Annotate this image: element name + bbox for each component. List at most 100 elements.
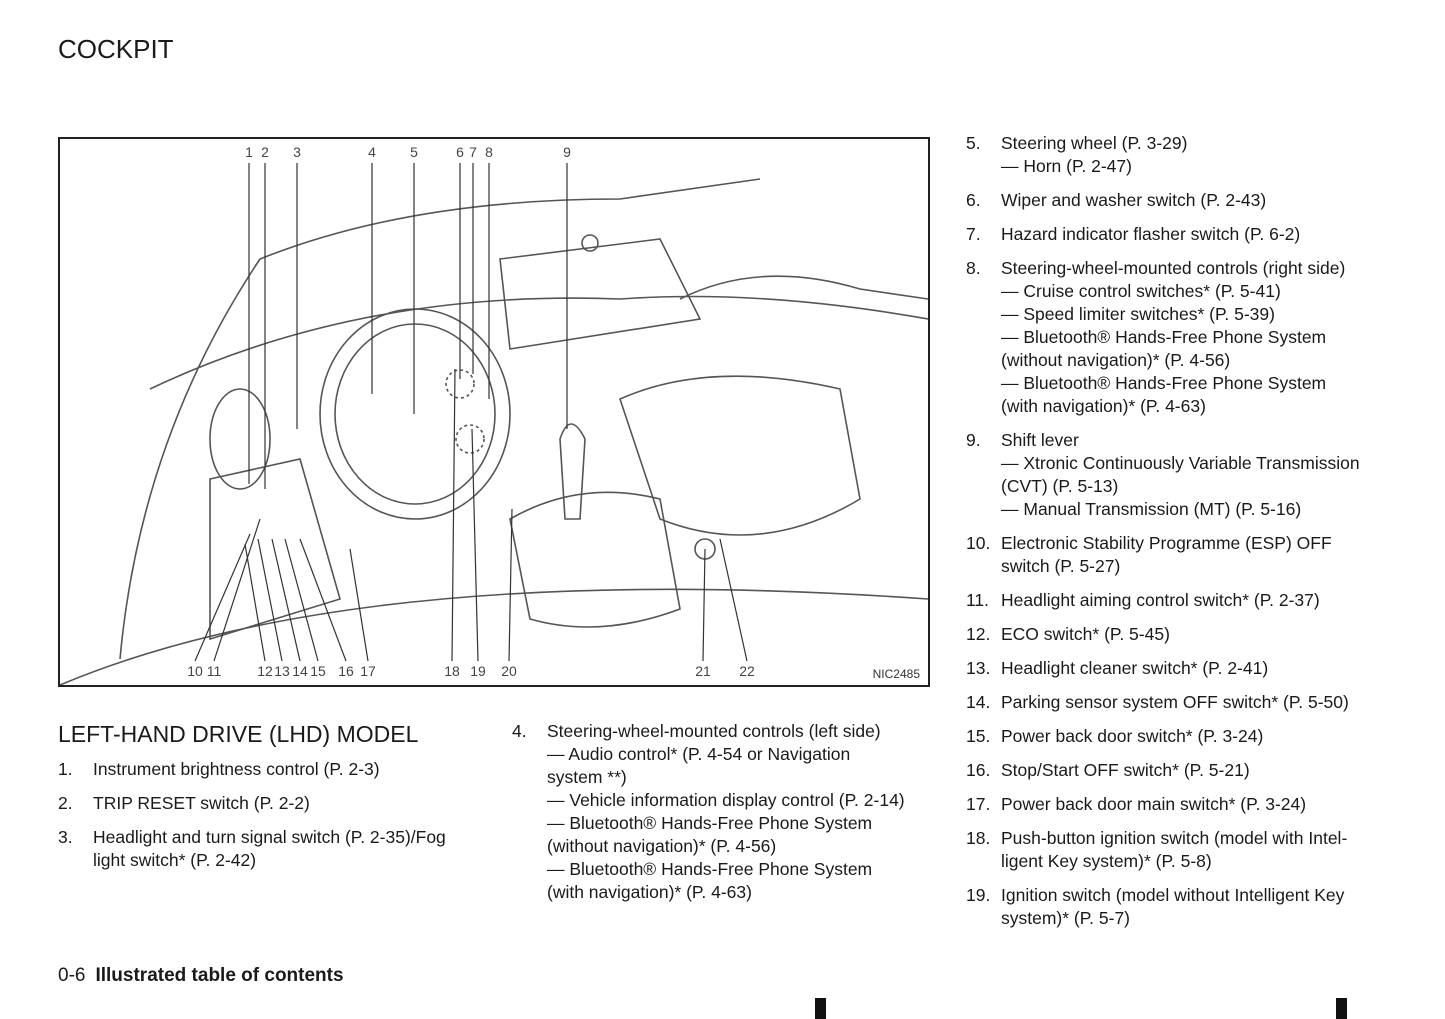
page-title: COCKPIT (58, 34, 174, 64)
item-number: 5. (966, 133, 981, 153)
callout-line-14 (271, 538, 301, 662)
item-text-line: system **) (547, 767, 627, 787)
callout-label-11: 11 (206, 663, 222, 679)
item-text-line: system)* (P. 5-7) (1001, 908, 1131, 928)
callout-label-18: 18 (444, 663, 460, 679)
callout-line-16 (299, 538, 347, 662)
section-title: LEFT-HAND DRIVE (LHD) MODEL (58, 721, 419, 747)
list-item: 18.Push-button ignition switch (model wi… (966, 827, 1406, 873)
callout-label-22: 22 (739, 663, 755, 679)
list-item: 19.Ignition switch (model without Intell… (966, 884, 1406, 930)
item-text-line: Instrument brightness control (P. 2-3) (93, 759, 380, 779)
list-item: 12. ECO switch* (P. 5-45) (966, 623, 1406, 646)
item-text-line: switch (P. 5-27) (1001, 556, 1121, 576)
list-item: 10. Electronic Stability Programme (ESP) … (966, 532, 1406, 578)
item-text-line: Power back door main switch* (P. 3-24) (1001, 794, 1307, 814)
item-number: 6. (966, 190, 981, 210)
item-text-line: Wiper and washer switch (P. 2-43) (1001, 190, 1267, 210)
item-text-line: — Bluetooth® Hands-Free Phone System (547, 813, 873, 833)
item-number: 7. (966, 224, 981, 244)
callout-line-13 (257, 538, 283, 662)
list-item: 5.Steering wheel (P. 3-29)— Horn (P. 2-4… (966, 132, 1406, 178)
callout-label-9: 9 (563, 144, 571, 160)
page-marker (1336, 998, 1347, 1019)
list-item: 16. Stop/Start OFF switch* (P. 5-21) (966, 759, 1406, 782)
item-text-line: Parking sensor system OFF switch* (P. 5-… (1001, 692, 1349, 712)
item-list-col1: 1. Instrument brightness control (P. 2-3)… (58, 758, 488, 883)
item-text-line: (CVT) (P. 5-13) (1001, 476, 1119, 496)
list-item: 11. Headlight aiming control switch* (P. … (966, 589, 1406, 612)
item-number: 12. (966, 624, 991, 644)
list-item: 15. Power back door switch* (P. 3-24) (966, 725, 1406, 748)
item-list-col3: 5.Steering wheel (P. 3-29)— Horn (P. 2-4… (966, 132, 1406, 941)
item-number: 17. (966, 794, 991, 814)
item-text-line: Steering-wheel-mounted controls (right s… (1001, 258, 1346, 278)
item-number: 10. (966, 533, 991, 553)
item-number: 16. (966, 760, 991, 780)
item-number: 9. (966, 430, 981, 450)
item-text-line: Steering wheel (P. 3-29) (1001, 133, 1188, 153)
item-text-line: — Manual Transmission (MT) (P. 5-16) (1001, 499, 1302, 519)
item-number: 4. (512, 721, 527, 741)
item-number: 11. (966, 590, 990, 610)
callout-label-5: 5 (410, 144, 418, 160)
callout-label-2: 2 (261, 144, 269, 160)
list-item: 14.Parking sensor system OFF switch* (P.… (966, 691, 1406, 714)
item-text-line: — Xtronic Continuously Variable Transmis… (1001, 453, 1360, 473)
item-text-line: Steering-wheel-mounted controls (left si… (547, 721, 881, 741)
item-text-line: — Bluetooth® Hands-Free Phone System (1001, 373, 1327, 393)
item-number: 15. (966, 726, 991, 746)
item-text-line: (without navigation)* (P. 4-56) (1001, 350, 1231, 370)
item-text-line: Hazard indicator flasher switch (P. 6-2) (1001, 224, 1301, 244)
item-text-line: Headlight aiming control switch* (P. 2-3… (1001, 590, 1320, 610)
item-text-line: — Cruise control switches* (P. 5-41) (1001, 281, 1281, 301)
cockpit-drawing (60, 163, 928, 685)
list-item: 7. Hazard indicator flasher switch (P. 6-… (966, 223, 1406, 246)
list-item: 4. Steering-wheel-mounted controls (left … (512, 720, 932, 904)
callout-label-10: 10 (187, 663, 203, 679)
callout-label-1: 1 (245, 144, 253, 160)
callout-line-10 (194, 533, 251, 662)
item-text-line: ECO switch* (P. 5-45) (1001, 624, 1170, 644)
list-item: 8. Steering-wheel-mounted controls (right… (966, 257, 1406, 418)
list-item: 9. Shift lever — Xtronic Continuously Vari… (966, 429, 1406, 521)
list-item: 2. TRIP RESET switch (P. 2-2) (58, 792, 488, 815)
callout-line-11 (213, 518, 261, 662)
item-number: 13. (966, 658, 991, 678)
callout-label-12: 12 (257, 663, 273, 679)
callout-line-17 (349, 548, 369, 662)
item-number: 8. (966, 258, 981, 278)
item-text-line: — Bluetooth® Hands-Free Phone System (1001, 327, 1327, 347)
item-text-line: (without navigation)* (P. 4-56) (547, 836, 777, 856)
list-item: 17. Power back door main switch* (P. 3-24… (966, 793, 1406, 816)
item-text-line: Power back door switch* (P. 3-24) (1001, 726, 1264, 746)
item-text-line: — Speed limiter switches* (P. 5-39) (1001, 304, 1275, 324)
list-item: 3.Headlight and turn signal switch (P. 2… (58, 826, 488, 872)
item-text-line: Headlight and turn signal switch (P. 2-3… (93, 827, 446, 847)
callout-label-3: 3 (293, 144, 301, 160)
callout-label-16: 16 (338, 663, 354, 679)
item-text-line: Ignition switch (model without Intellige… (1001, 885, 1345, 905)
callout-label-19: 19 (470, 663, 486, 679)
callout-line-21 (702, 548, 706, 662)
callout-line-19 (471, 428, 479, 662)
callout-label-4: 4 (368, 144, 376, 160)
callout-line-18 (451, 368, 456, 662)
item-number: 1. (58, 759, 73, 779)
list-item: 6. Wiper and washer switch (P. 2-43) (966, 189, 1406, 212)
item-number: 18. (966, 828, 991, 848)
callout-label-8: 8 (485, 144, 493, 160)
item-text-line: Shift lever (1001, 430, 1079, 450)
item-text-line: — Bluetooth® Hands-Free Phone System (547, 859, 873, 879)
callout-label-17: 17 (360, 663, 376, 679)
figure-code: NIC2485 (872, 667, 920, 681)
item-text-line: light switch* (P. 2-42) (93, 850, 257, 870)
item-text-line: Stop/Start OFF switch* (P. 5-21) (1001, 760, 1250, 780)
item-text-line: Electronic Stability Programme (ESP) OFF (1001, 533, 1332, 553)
callout-line-12 (244, 543, 266, 662)
item-text-line: ligent Key system)* (P. 5-8) (1001, 851, 1212, 871)
footer-section: Illustrated table of contents (95, 965, 344, 986)
item-number: 2. (58, 793, 73, 813)
item-text-line: TRIP RESET switch (P. 2-2) (93, 793, 310, 813)
callout-label-13: 13 (274, 663, 290, 679)
